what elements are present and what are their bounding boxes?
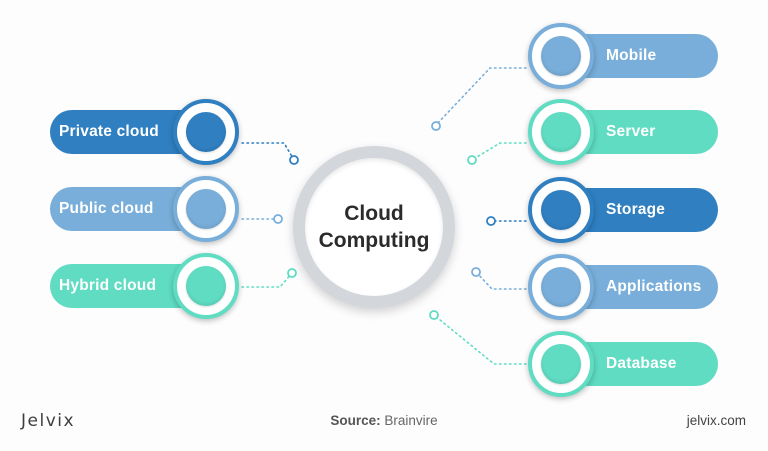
- site-url: jelvix.com: [686, 413, 746, 428]
- node-label: Hybrid cloud: [59, 277, 157, 294]
- node-knob-mobile: [528, 23, 594, 89]
- source-caption: Source: Brainvire: [0, 413, 768, 428]
- node-label: Public cloud: [59, 200, 154, 217]
- node-label: Storage: [606, 201, 666, 218]
- connector-dot-database: [429, 310, 439, 320]
- node-label: Database: [606, 355, 677, 372]
- connector-server: [471, 142, 527, 161]
- connector-applications: [475, 271, 527, 290]
- connector-database: [433, 314, 527, 365]
- node-knob-server: [528, 99, 594, 165]
- node-knob-private-cloud: [173, 99, 239, 165]
- node-knob-hybrid-cloud: [173, 253, 239, 319]
- connector-private-cloud: [241, 142, 295, 161]
- center-label-line-1: Cloud: [344, 202, 404, 225]
- source-value: Brainvire: [384, 413, 438, 428]
- node-label: Server: [606, 123, 656, 140]
- center-label-line-2: Computing: [318, 229, 430, 252]
- connector-mobile: [435, 67, 527, 126]
- node-knob-applications: [528, 254, 594, 320]
- node-label: Mobile: [606, 47, 657, 64]
- connector-dot-public-cloud: [273, 214, 283, 224]
- connector-dot-private-cloud: [289, 155, 299, 165]
- connector-dot-applications: [471, 267, 481, 277]
- node-knob-public-cloud: [173, 176, 239, 242]
- connector-hybrid-cloud: [241, 272, 293, 288]
- connector-dot-server: [467, 155, 477, 165]
- connector-dot-mobile: [431, 121, 441, 131]
- central-node: Cloud Computing: [293, 146, 455, 308]
- connector-dot-hybrid-cloud: [287, 268, 297, 278]
- node-knob-storage: [528, 177, 594, 243]
- connector-dot-storage: [486, 216, 496, 226]
- node-knob-database: [528, 331, 594, 397]
- node-label: Applications: [606, 278, 702, 295]
- node-label: Private cloud: [59, 123, 159, 140]
- source-label: Source:: [330, 413, 381, 428]
- jelvix-logo: Jelvix: [21, 411, 76, 431]
